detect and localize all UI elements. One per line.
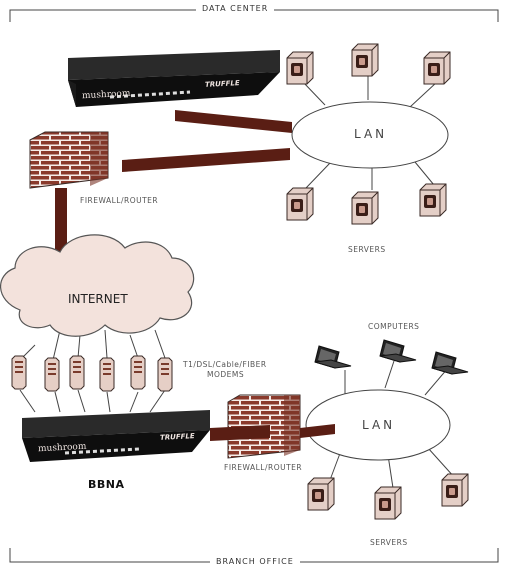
bbna-label: BBNA [88, 478, 125, 491]
dc-server-icon [286, 51, 314, 85]
internet-cloud [0, 234, 195, 337]
branch-firewall-label: FIREWALL/ROUTER [224, 463, 303, 472]
modem-icon [11, 355, 27, 390]
branch-server-icon [374, 486, 402, 520]
dc-servers-label: SERVERS [348, 245, 386, 254]
branch-router [22, 410, 210, 462]
dc-server-icon [351, 43, 379, 77]
modems-label-line1: T1/DSL/Cable/FIBER [183, 360, 267, 369]
modems-label-line2: MODEMS [207, 370, 245, 379]
branch-server-icon [441, 473, 469, 507]
modem-icon [99, 357, 115, 392]
branch-cables [210, 424, 335, 441]
internet-label: INTERNET [68, 292, 128, 306]
internet-modem-links [19, 329, 166, 413]
dc-firewall-label: FIREWALL/ROUTER [80, 196, 159, 205]
dc-server-icon [351, 191, 379, 225]
branch-lan-ellipse [305, 389, 451, 461]
modems [11, 355, 173, 392]
branch-servers [307, 473, 469, 520]
dc-lan-connectors [302, 75, 438, 190]
computers-label: COMPUTERS [368, 322, 420, 331]
modem-icon [130, 355, 146, 390]
modem-icon [69, 355, 85, 390]
data-center-title: DATA CENTER [196, 4, 275, 13]
dc-server-icon [419, 183, 447, 217]
branch-server-icon [307, 477, 335, 511]
dc-firewall [29, 131, 109, 189]
modem-icon [44, 357, 60, 392]
dc-server-icon [423, 51, 451, 85]
branch-lan-label: LAN [362, 418, 396, 432]
dc-router [68, 50, 280, 107]
branch-office-title: BRANCH OFFICE [210, 557, 300, 566]
modem-icon [157, 357, 173, 392]
laptop-icon [314, 345, 352, 369]
dc-lan-label: LAN [354, 127, 388, 141]
dc-cables [55, 110, 292, 258]
dc-lan-ellipse [291, 101, 449, 169]
dc-server-icon [286, 187, 314, 221]
laptop-icon [431, 351, 469, 375]
laptop-icon [379, 339, 417, 363]
branch-servers-label: SERVERS [370, 538, 408, 547]
